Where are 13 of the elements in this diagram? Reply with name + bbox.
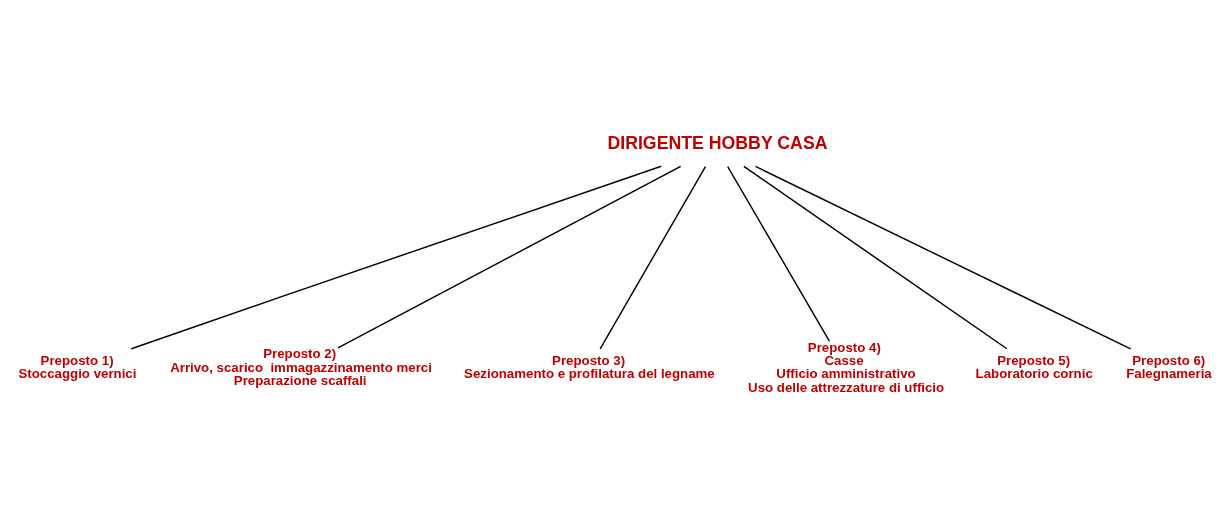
node-text: Preposto 3) Sezionamento e profilatura del legname [464, 352, 715, 381]
connector [130, 165, 662, 350]
connector [599, 165, 707, 350]
connector [754, 165, 1132, 350]
node-text: Preposto 6) Falegnameria [1126, 352, 1212, 381]
connector [743, 165, 1008, 349]
node-text: Preposto 4) Casse Ufficio amministrativo Uso delle attrezzature di ufficio [748, 339, 945, 395]
connector [727, 165, 831, 342]
node-text: Preposto 5) Laboratorio cornic [975, 352, 1093, 381]
node-text: Preposto 2) Arrivo, scarico immagazzinamento merci Preparazione scaffali [170, 345, 432, 388]
connector [337, 165, 682, 349]
node-text: DIRIGENTE HOBBY CASA [607, 132, 828, 153]
node-text: Preposto 1) Stoccaggio vernici [18, 352, 137, 381]
